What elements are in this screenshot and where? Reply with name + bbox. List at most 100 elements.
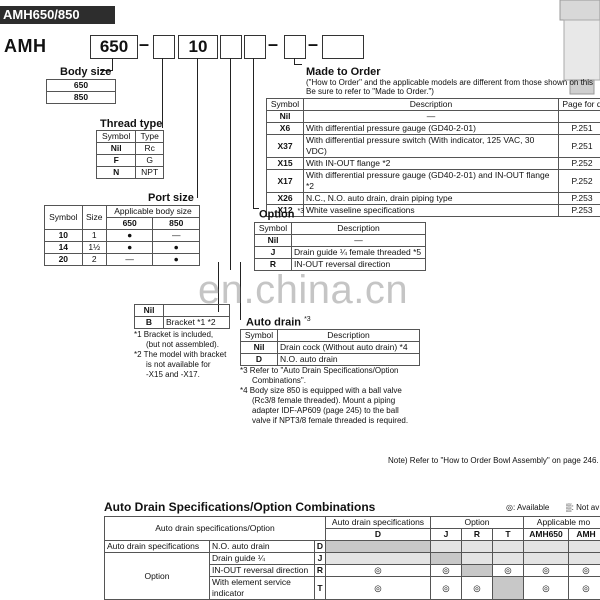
col-header: J xyxy=(430,528,462,541)
table-row: Nil— xyxy=(254,234,426,247)
col-header: Symbol xyxy=(240,329,278,342)
auto-drain-note: Combinations". xyxy=(252,376,306,385)
page-cell: P.251 xyxy=(558,134,600,158)
auto-drain-note: adapter IDF-AP609 (page 245) to the ball xyxy=(252,406,399,415)
col-header: Option xyxy=(430,516,524,529)
connector-line xyxy=(230,58,231,270)
made-to-order-code-box xyxy=(322,35,364,59)
col-header: T xyxy=(492,528,524,541)
combo-cell: ◎ xyxy=(430,576,462,600)
connector-line xyxy=(100,70,113,71)
desc-cell: — xyxy=(303,110,559,123)
combo-cell xyxy=(568,552,600,565)
code-separator: – xyxy=(268,34,279,54)
table-row: 850 xyxy=(46,91,116,104)
symbol-cell: R xyxy=(254,258,292,271)
col-header: Size xyxy=(81,205,107,230)
col-header: D xyxy=(325,528,431,541)
desc-cell: With differential pressure switch (With … xyxy=(303,134,559,158)
bracket-note: (but not assembled). xyxy=(146,340,219,349)
made-to-order-note: ("How to Order" and the applicable model… xyxy=(306,78,594,87)
desc-cell: Drain guide ¼ female threaded *5 xyxy=(291,246,426,259)
col-header: Type xyxy=(135,130,164,143)
symbol-cell: J xyxy=(254,246,292,259)
combo-cell: ◎ xyxy=(568,576,600,600)
legend-not-available: ▒: Not av xyxy=(566,503,600,512)
symbol-cell: R xyxy=(313,564,327,577)
table-row: Option Drain guide ¼ J xyxy=(104,552,600,600)
col-header: Symbol xyxy=(254,222,292,235)
bracket-note: *1 Bracket is included, xyxy=(134,330,214,339)
col-header: Description xyxy=(303,98,559,111)
page-cell xyxy=(558,110,600,123)
thread-type-title: Thread type xyxy=(100,118,163,130)
combo-cell: ◎ xyxy=(523,576,569,600)
col-header: Auto drain specifications/Option xyxy=(104,516,326,541)
availability-cell: — xyxy=(152,229,200,242)
desc-cell: — xyxy=(291,234,426,247)
symbol-cell: Nil xyxy=(134,304,164,317)
page-cell: P.252 xyxy=(558,169,600,193)
table-row: Auto drain specifications N.O. auto drai… xyxy=(104,540,600,553)
auto-drain-title: Auto drain *3 xyxy=(246,316,311,329)
port-size-title: Port size xyxy=(148,192,194,204)
availability-cell: ● xyxy=(152,253,200,266)
desc-cell: With differential pressure gauge (GD40-2… xyxy=(303,169,559,193)
connector-line xyxy=(112,58,113,70)
port-size-table: Symbol Size Applicable body size 650 850… xyxy=(44,205,201,266)
code-separator: – xyxy=(139,34,150,54)
series-header: AMH650/850 xyxy=(0,6,115,24)
col-header: Applicable mo xyxy=(523,516,600,529)
combo-cell: ◎ xyxy=(325,564,431,577)
desc-cell: With differential pressure gauge (GD40-2… xyxy=(303,122,559,135)
symbol-cell: Nil xyxy=(266,110,304,123)
combo-cell xyxy=(523,540,569,553)
size-cell: 1½ xyxy=(81,241,107,254)
bracket-note: *2 The model with bracket xyxy=(134,350,227,359)
symbol-cell: Nil xyxy=(254,234,292,247)
body-size-table: 650 850 xyxy=(46,79,116,104)
model-prefix: AMH xyxy=(4,36,47,56)
auto-drain-code-box xyxy=(244,35,266,59)
table-row: With element service indicator T ◎ ◎ ◎ ◎… xyxy=(105,576,600,600)
type-cell: G xyxy=(135,154,164,167)
symbol-cell: 14 xyxy=(44,241,83,254)
symbol-cell: T xyxy=(313,576,327,600)
combo-cell xyxy=(430,552,462,565)
connector-line xyxy=(162,58,163,128)
connector-line xyxy=(218,262,219,312)
col-header: Symbol xyxy=(95,130,137,143)
col-header: R xyxy=(461,528,493,541)
item-cell: Drain guide ¼ xyxy=(209,552,315,565)
desc-cell: N.C., N.O. auto drain, drain piping type xyxy=(303,192,559,205)
body-size-cell: 850 xyxy=(46,91,116,104)
combo-cell: ◎ xyxy=(492,564,524,577)
body-size-code-box: 650 xyxy=(90,35,138,59)
combo-cell xyxy=(492,540,524,553)
made-to-order-title: Made to Order xyxy=(306,66,381,78)
watermark: en.china.cn xyxy=(198,268,409,312)
size-cell: 1 xyxy=(81,229,107,242)
symbol-cell: X17 xyxy=(266,169,304,193)
combo-cell: ◎ xyxy=(461,576,493,600)
availability-cell: — xyxy=(105,253,154,266)
item-cell: With element service indicator xyxy=(209,576,315,600)
combo-cell xyxy=(325,540,431,553)
symbol-cell: 20 xyxy=(44,253,83,266)
desc-cell: IN-OUT reversal direction xyxy=(291,258,426,271)
body-size-cell: 650 xyxy=(46,79,116,92)
combo-cell xyxy=(430,540,462,553)
desc-cell: With IN-OUT flange *2 xyxy=(303,157,559,170)
combo-cell xyxy=(523,552,569,565)
symbol-cell: Nil xyxy=(95,142,137,155)
port-size-code-box: 10 xyxy=(178,35,218,59)
symbol-cell: X37 xyxy=(266,134,304,158)
